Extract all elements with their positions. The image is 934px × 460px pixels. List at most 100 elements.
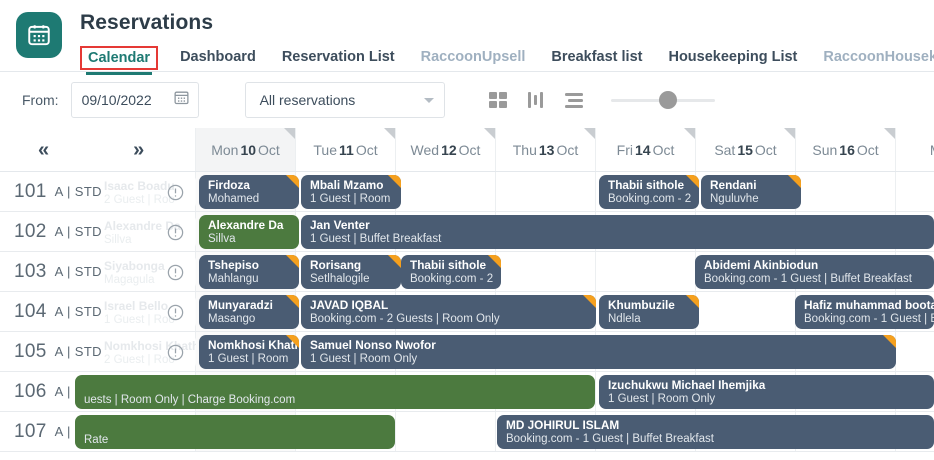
reservation-alert-flag-icon[interactable]	[388, 175, 401, 188]
day-corner-flag-icon[interactable]	[384, 128, 395, 139]
tab-dashboard[interactable]: Dashboard	[180, 49, 256, 65]
reservation-alert-flag-icon[interactable]	[488, 255, 501, 268]
day-corner-flag-icon[interactable]	[884, 128, 895, 139]
reservation-alert-flag-icon[interactable]	[286, 335, 299, 348]
reservation-guest-name: Munyaradzi	[208, 298, 273, 312]
reservation-alert-flag-icon[interactable]	[286, 175, 299, 188]
day-of-week: Sun	[812, 141, 838, 158]
timeline-day-cell[interactable]	[395, 172, 495, 211]
reservation-filter-value: All reservations	[259, 92, 356, 108]
timeline-day-cell[interactable]	[695, 292, 795, 331]
timeline-day-cell[interactable]	[495, 172, 595, 211]
tab-raccoonupsell[interactable]: RaccoonUpsell	[420, 49, 526, 65]
reservation-bar[interactable]: uests | Room Only | Charge Booking.com	[75, 375, 595, 409]
tab-housekeeping-list[interactable]: Housekeeping List	[668, 49, 798, 65]
reservation-alert-flag-icon[interactable]	[788, 175, 801, 188]
reservation-filter-select[interactable]: All reservations	[244, 82, 445, 118]
day-corner-flag-icon[interactable]	[484, 128, 495, 139]
day-corner-flag-icon[interactable]	[784, 128, 795, 139]
tab-raccoonhousekeeping[interactable]: RaccoonHousekeeping	[823, 49, 934, 65]
date-from-input[interactable]: 09/10/2022	[70, 82, 199, 118]
timeline-day-cell[interactable]	[595, 372, 695, 411]
list-view-icon[interactable]	[563, 89, 585, 111]
next-period-button[interactable]: »	[133, 138, 145, 161]
info-icon[interactable]	[166, 183, 185, 207]
tab-breakfast-list[interactable]: Breakfast list	[551, 49, 643, 65]
info-icon[interactable]	[166, 303, 185, 327]
reservation-guest-name: Samuel Nonso Nwofor	[310, 338, 436, 352]
timeline-day-cell[interactable]	[495, 412, 595, 451]
reservation-alert-flag-icon[interactable]	[686, 295, 699, 308]
info-icon[interactable]	[166, 263, 185, 287]
tab-calendar[interactable]: Calendar	[80, 46, 159, 75]
zoom-slider-thumb[interactable]	[658, 91, 677, 109]
day-corner-flag-icon[interactable]	[584, 128, 595, 139]
timeline-day-cell[interactable]	[495, 252, 595, 291]
calendar-picker-icon[interactable]	[173, 89, 190, 111]
reservation-alert-flag-icon[interactable]	[583, 295, 596, 308]
timeline-day-cell[interactable]	[895, 332, 934, 371]
reservation-alert-flag-icon[interactable]	[286, 255, 299, 268]
day-corner-flag-icon[interactable]	[684, 128, 695, 139]
reservation-details: Booking.com - 2	[608, 193, 692, 205]
reservation-alert-flag-icon[interactable]	[883, 335, 896, 348]
day-corner-flag-icon[interactable]	[284, 128, 295, 139]
reservation-alert-flag-icon[interactable]	[686, 175, 699, 188]
zoom-slider[interactable]	[610, 90, 715, 110]
tab-reservation-list[interactable]: Reservation List	[281, 49, 395, 65]
info-icon[interactable]	[166, 343, 185, 367]
prev-period-button[interactable]: «	[38, 138, 50, 161]
day-header-mon-[interactable]: Mon	[895, 128, 934, 171]
grid-view-icon[interactable]	[487, 89, 509, 111]
reservation-alert-flag-icon[interactable]	[286, 295, 299, 308]
reservation-bar[interactable]: Rate	[75, 415, 395, 449]
timeline-day-cell[interactable]	[595, 252, 695, 291]
day-month: Oct	[556, 141, 579, 158]
columns-view-icon[interactable]	[525, 89, 547, 111]
timeline-day-cell[interactable]	[595, 172, 695, 211]
timeline-day-cell[interactable]	[895, 172, 934, 211]
timeline-day-cell[interactable]	[795, 172, 895, 211]
reservation-alert-flag-icon[interactable]	[388, 255, 401, 268]
info-icon[interactable]	[166, 223, 185, 247]
timeline-day-cell[interactable]	[395, 412, 495, 451]
